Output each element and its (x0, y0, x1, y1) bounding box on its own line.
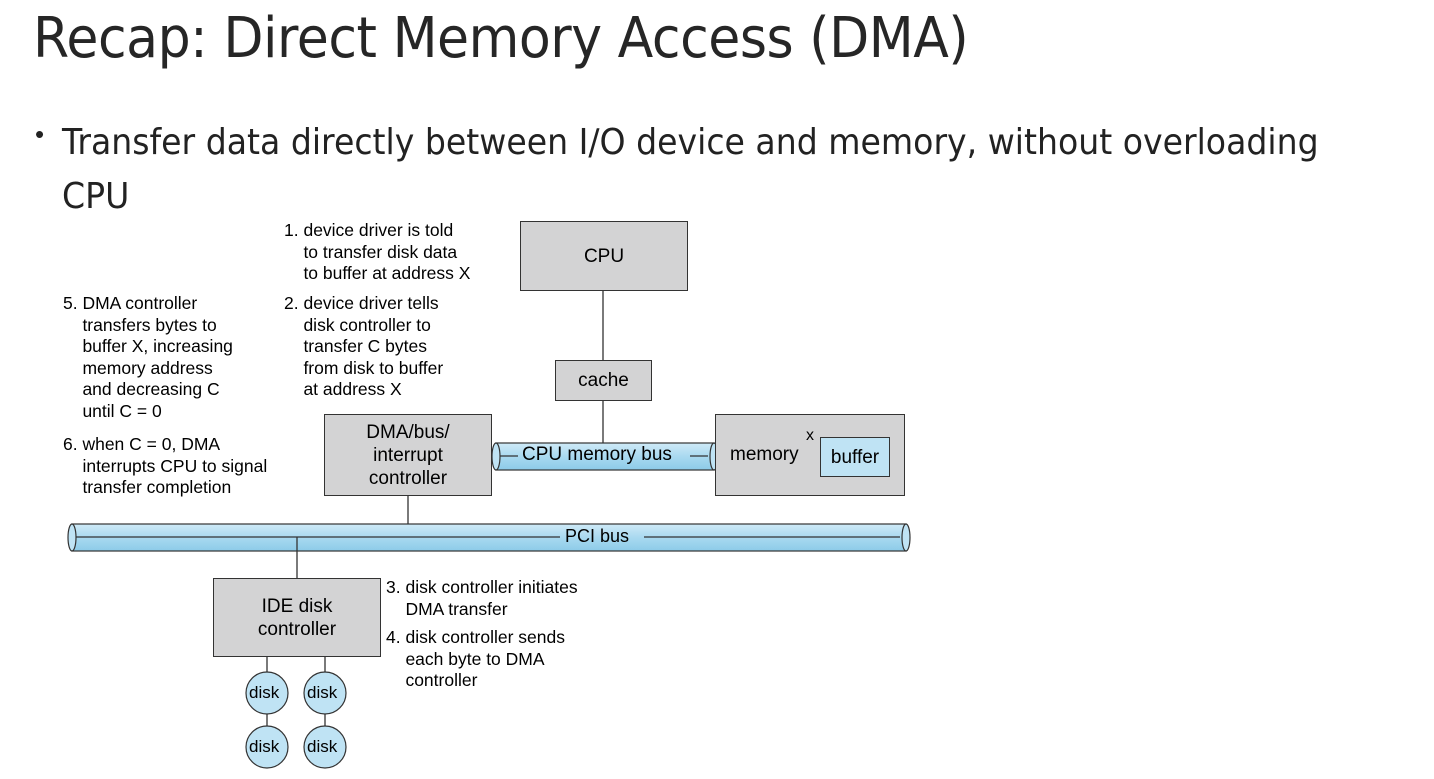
cache-box: cache (555, 360, 652, 401)
step-2-note: 2. device driver tells disk controller t… (284, 293, 444, 399)
pci-bus-label: PCI bus (565, 526, 630, 546)
disk-1 (245, 671, 289, 715)
buffer-box: buffer (820, 437, 890, 477)
ide-disk-controller-label: IDE disk controller (257, 595, 337, 640)
cpu-memory-bus-label: CPU memory bus (522, 444, 672, 465)
cpu-label: CPU (583, 245, 625, 267)
memory-label: memory (730, 444, 799, 465)
cache-label: cache (578, 370, 629, 391)
buffer-address-label: x (806, 427, 814, 444)
slide-title: Recap: Direct Memory Access (DMA) (33, 6, 969, 71)
step-3-note: 3. disk controller initiates DMA transfe… (386, 577, 578, 619)
disk-label-2: disk (307, 683, 338, 702)
disk-3 (245, 725, 289, 769)
step-5-note: 5. DMA controller transfers bytes to buf… (63, 293, 233, 421)
dma-controller-box: DMA/bus/ interrupt controller (324, 414, 492, 496)
bullet-text: Transfer data directly between I/O devic… (62, 122, 1319, 217)
step-6-note: 6. when C = 0, DMA interrupts CPU to sig… (63, 434, 268, 497)
step-1-note: 1. device driver is told to transfer dis… (284, 220, 471, 283)
cpu-box: CPU (520, 221, 688, 291)
disk-label-3: disk (249, 737, 280, 756)
cpu-memory-bus-tube (491, 442, 719, 471)
disk-2 (303, 671, 347, 715)
step-4-note: 4. disk controller sends each byte to DM… (386, 627, 565, 690)
disk-label-4: disk (307, 737, 338, 756)
pci-bus-tube (67, 523, 911, 552)
disk-4 (303, 725, 347, 769)
disk-label-1: disk (249, 683, 280, 702)
bullet-marker: • (35, 119, 45, 149)
buffer-label: buffer (830, 446, 880, 468)
dma-controller-label: DMA/bus/ interrupt controller (366, 421, 450, 489)
ide-disk-controller-box: IDE disk controller (213, 578, 381, 657)
